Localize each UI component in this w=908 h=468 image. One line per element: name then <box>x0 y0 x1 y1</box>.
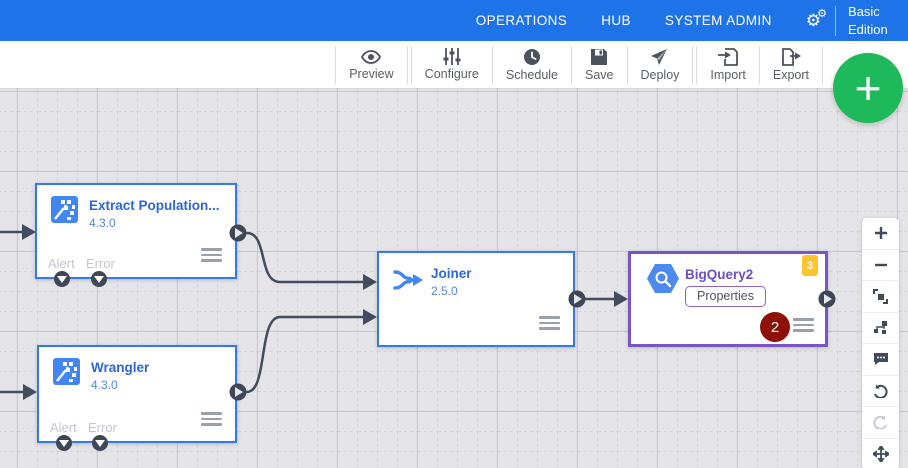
small-gear-icon: ⚙ <box>817 8 827 20</box>
toolbar-actions: Preview Configure Schedule <box>335 41 823 88</box>
deploy-button[interactable]: Deploy <box>628 41 693 88</box>
node-version: 4.3.0 <box>89 216 116 230</box>
toolbar-divider <box>335 45 337 84</box>
node-version: 4.3.0 <box>91 378 118 392</box>
alert-port-label: Alert <box>50 420 77 435</box>
node-wrangler[interactable]: Wrangler 4.3.0 Alert Error <box>37 345 237 443</box>
toolbar-divider <box>491 45 493 84</box>
wrangler-plugin-icon <box>53 358 80 385</box>
import-button[interactable]: Import <box>697 41 758 88</box>
toolbar-divider <box>822 45 823 84</box>
align-nodes-button[interactable] <box>862 313 899 344</box>
top-app-bar: OPERATIONS HUB SYSTEM ADMIN ⚙⚙ Basic Edi… <box>0 0 908 41</box>
move-mode-button[interactable] <box>862 439 899 468</box>
error-port-label: Error <box>88 420 117 435</box>
preview-label: Preview <box>349 66 394 81</box>
properties-button[interactable]: Properties <box>685 286 766 307</box>
import-label: Import <box>710 67 746 82</box>
nav-hub[interactable]: HUB <box>601 13 631 28</box>
services-gears-icon[interactable]: ⚙⚙ <box>805 8 827 30</box>
node-bigquery2[interactable]: BigQuery2 Properties 3 2 <box>628 251 828 347</box>
wrangler-plugin-icon <box>51 196 78 223</box>
node-joiner[interactable]: Joiner 2.5.0 <box>377 251 575 347</box>
node-menu-icon[interactable] <box>201 248 222 265</box>
save-label: Save <box>585 67 614 82</box>
toolbar-divider <box>626 45 628 84</box>
header-divider <box>835 5 836 36</box>
fit-to-screen-button[interactable] <box>862 281 899 313</box>
save-button[interactable]: Save <box>572 41 627 88</box>
nav-system-admin[interactable]: SYSTEM ADMIN <box>664 13 772 28</box>
canvas-tools-panel <box>862 218 899 468</box>
error-port-label: Error <box>86 256 115 271</box>
floppy-icon <box>591 48 608 65</box>
export-doc-icon <box>782 47 801 66</box>
nav-operations[interactable]: OPERATIONS <box>475 13 568 28</box>
schedule-label: Schedule <box>505 67 558 82</box>
node-title: Extract Population... <box>89 198 220 213</box>
schedule-button[interactable]: Schedule <box>493 41 571 88</box>
zoom-out-button[interactable] <box>862 250 899 281</box>
error-count-badge[interactable]: 2 <box>760 312 790 342</box>
zoom-in-button[interactable] <box>862 218 899 250</box>
configure-label: Configure <box>424 67 479 81</box>
preview-button[interactable]: Preview <box>336 41 406 88</box>
redo-button[interactable] <box>862 407 899 439</box>
paper-plane-icon <box>651 48 668 65</box>
alert-port-label: Alert <box>48 256 75 271</box>
sliders-icon <box>443 48 461 65</box>
node-version: 2.5.0 <box>431 284 458 298</box>
bigquery-plugin-icon <box>647 264 679 293</box>
pipeline-toolbar: Preview Configure Schedule <box>0 41 908 88</box>
node-menu-icon[interactable] <box>539 316 560 333</box>
toolbar-divider <box>571 45 572 84</box>
joiner-plugin-icon <box>393 270 423 290</box>
metrics-badge: 3 <box>802 255 818 276</box>
deploy-label: Deploy <box>640 67 680 82</box>
export-label: Export <box>772 67 809 82</box>
edition-label: Basic Edition <box>848 3 888 37</box>
toolbar-group-divider <box>692 45 698 84</box>
undo-button[interactable] <box>862 376 899 407</box>
toolbar-group-divider <box>406 45 412 84</box>
export-button[interactable]: Export <box>760 41 822 88</box>
node-extract-population[interactable]: Extract Population... 4.3.0 Alert Error <box>35 183 237 279</box>
toolbar-divider <box>758 45 760 84</box>
add-plugin-button[interactable]: + <box>833 53 903 123</box>
node-title: BigQuery2 <box>685 267 754 282</box>
node-menu-icon[interactable] <box>793 318 814 335</box>
pipeline-canvas[interactable]: Extract Population... 4.3.0 Alert Error … <box>0 88 908 468</box>
node-title: Joiner <box>431 266 472 281</box>
clock-icon <box>523 48 540 65</box>
eye-icon <box>361 49 382 64</box>
add-comment-button[interactable] <box>862 344 899 376</box>
configure-button[interactable]: Configure <box>412 41 492 88</box>
node-title: Wrangler <box>91 360 150 375</box>
import-doc-icon <box>718 47 739 66</box>
node-menu-icon[interactable] <box>201 412 222 429</box>
